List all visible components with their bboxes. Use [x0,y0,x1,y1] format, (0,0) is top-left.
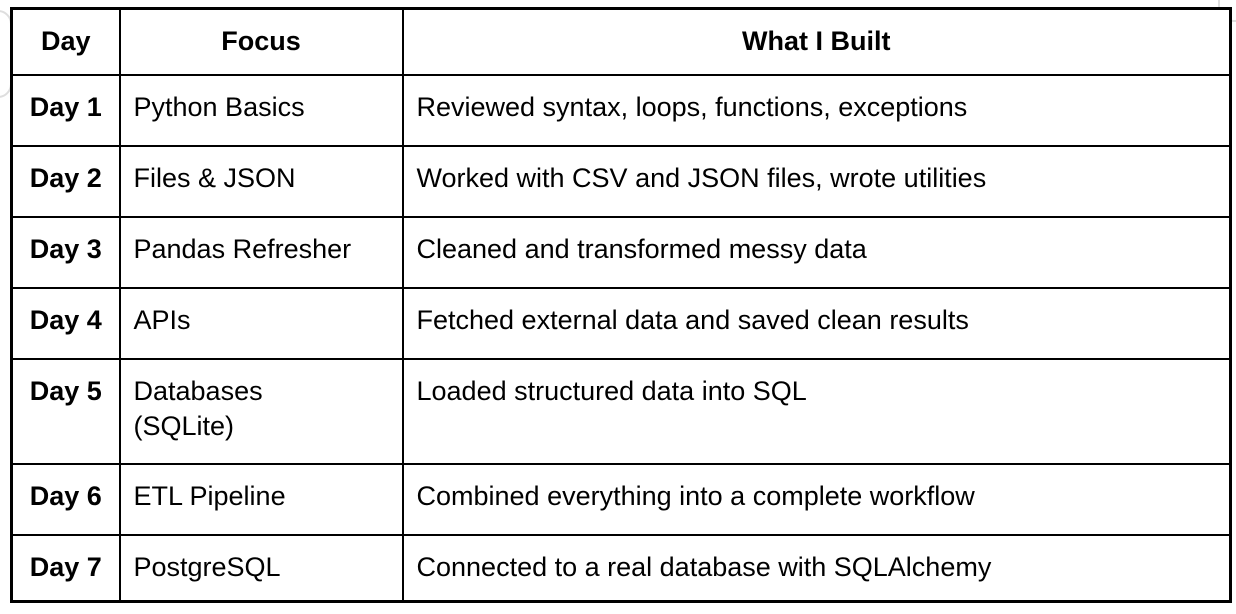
header-cell-day: Day [10,7,121,76]
cell-focus: ETL Pipeline [118,462,404,536]
cell-focus: Python Basics [118,73,404,147]
cell-built: Loaded structured data into SQL [401,357,1232,465]
table-row: Day 5 Databases (SQLite) Loaded structur… [10,357,1232,465]
cell-day: Day 1 [10,73,121,147]
study-plan-table: Day Focus What I Built Day 1 Python Basi… [10,7,1232,603]
table-row: Day 4 APIs Fetched external data and sav… [10,286,1232,360]
cell-day: Day 5 [10,357,121,465]
header-cell-built: What I Built [401,7,1232,76]
cell-day: Day 6 [10,462,121,536]
cell-built: Reviewed syntax, loops, functions, excep… [401,73,1232,147]
table-row: Day 3 Pandas Refresher Cleaned and trans… [10,215,1232,289]
header-cell-focus: Focus [118,7,404,76]
cell-day: Day 4 [10,286,121,360]
cell-focus: Databases (SQLite) [118,357,404,465]
table-row: Day 6 ETL Pipeline Combined everything i… [10,462,1232,536]
cell-built: Fetched external data and saved clean re… [401,286,1232,360]
table-row: Day 1 Python Basics Reviewed syntax, loo… [10,73,1232,147]
cell-built: Combined everything into a complete work… [401,462,1232,536]
cell-focus: Files & JSON [118,144,404,218]
cell-built: Cleaned and transformed messy data [401,215,1232,289]
table-header-row: Day Focus What I Built [10,7,1232,76]
cell-day: Day 7 [10,533,121,603]
table-row: Day 2 Files & JSON Worked with CSV and J… [10,144,1232,218]
table-row: Day 7 PostgreSQL Connected to a real dat… [10,533,1232,603]
cell-focus: APIs [118,286,404,360]
cell-focus: PostgreSQL [118,533,404,603]
cell-built: Connected to a real database with SQLAlc… [401,533,1232,603]
cell-day: Day 2 [10,144,121,218]
cell-focus: Pandas Refresher [118,215,404,289]
cell-built: Worked with CSV and JSON files, wrote ut… [401,144,1232,218]
cell-day: Day 3 [10,215,121,289]
